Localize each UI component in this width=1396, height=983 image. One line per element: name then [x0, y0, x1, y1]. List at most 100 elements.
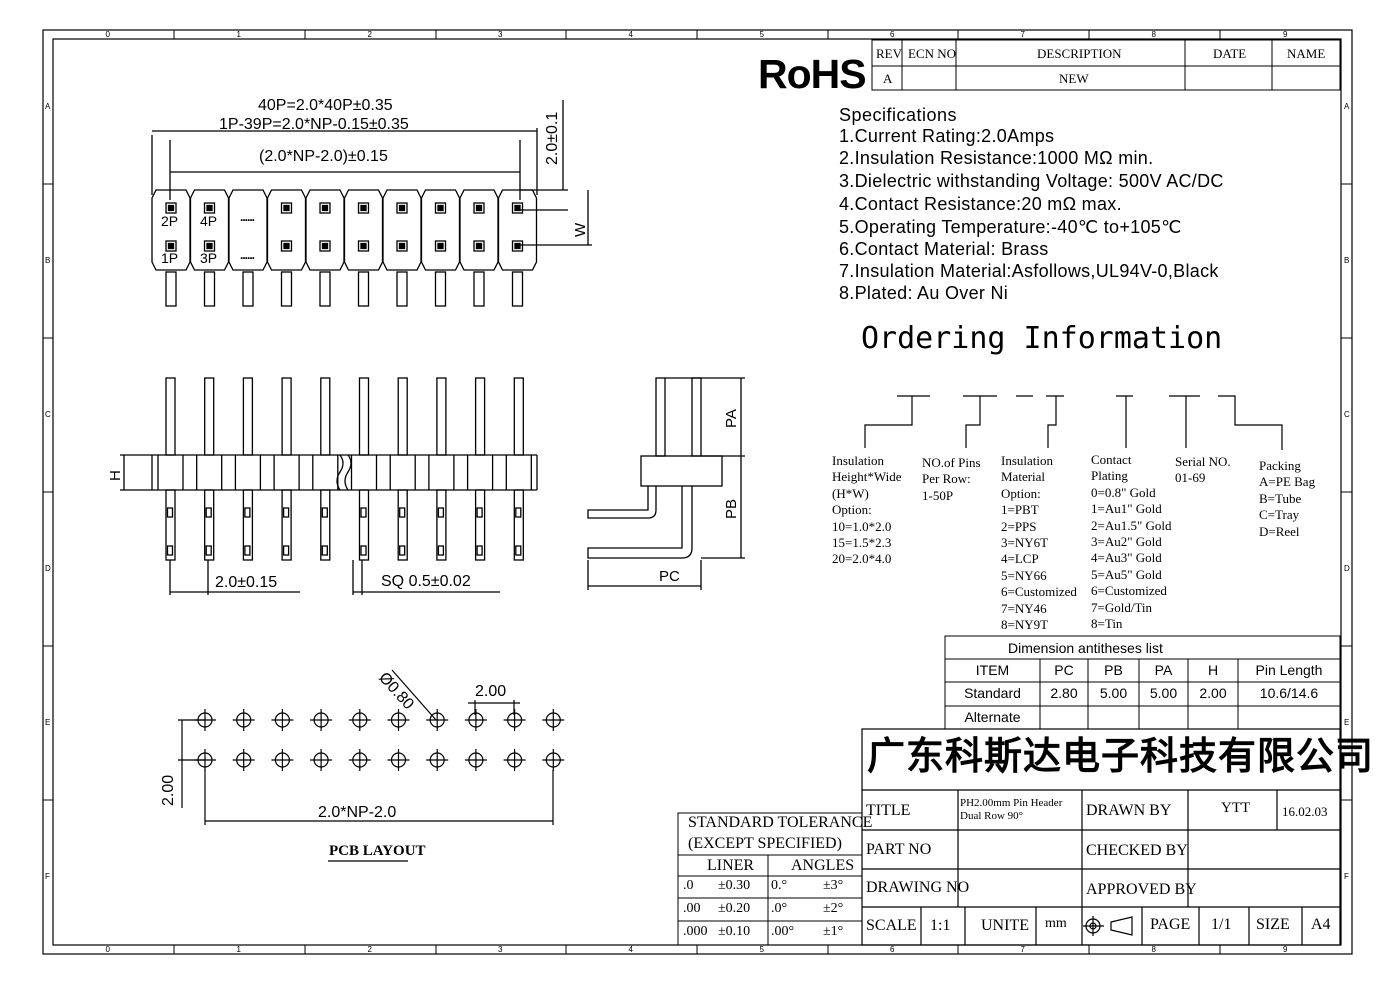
- front-pin-square: [515, 507, 522, 518]
- dim-list-cell: ITEM: [975, 662, 1010, 678]
- grid-row-label: C: [1344, 410, 1350, 419]
- front-pin-square: [476, 545, 483, 556]
- top-pin-square-inner: [398, 204, 406, 212]
- grid-col-label: 4: [628, 30, 633, 39]
- top-pin-square: [357, 202, 370, 214]
- ordering-col4-line: 0=0.8" Gold: [1091, 484, 1156, 500]
- rev-row-description: NEW: [1059, 71, 1089, 86]
- tolerance-title-2: (EXCEPT SPECIFIED): [688, 835, 842, 852]
- front-pin-square: [321, 507, 328, 518]
- ordering-col3-line: 1=PBT: [1001, 502, 1039, 518]
- front-pin-square: [476, 507, 483, 518]
- tolerance-cell: 0.°: [771, 878, 788, 893]
- dim-list-title: Dimension antitheses list: [1008, 640, 1163, 656]
- spec-item: 5.Operating Temperature:-40℃ to+105℃: [839, 217, 1182, 237]
- grid-col-label: 5: [759, 945, 764, 954]
- top-pin-square: [280, 240, 293, 252]
- grid-ticks: [43, 30, 1352, 954]
- front-pin-upper: [358, 377, 370, 456]
- ordering-col2-line: NO.of Pins: [922, 455, 981, 470]
- top-pin-tail: [511, 271, 524, 307]
- grid-col-label: 8: [1151, 30, 1156, 39]
- top-pin-tail: [165, 271, 177, 307]
- rev-header-name: NAME: [1287, 46, 1326, 61]
- top-housing: [382, 189, 422, 271]
- top-pin-square: [434, 202, 447, 214]
- top-pin-tail: [473, 271, 485, 307]
- grid-col-label: 4: [628, 945, 633, 954]
- tolerance-cell: ±3°: [823, 878, 844, 893]
- dim-pitch: 2.0±0.15: [215, 574, 278, 591]
- title-label: TITLE: [866, 802, 911, 819]
- top-pin-square: [203, 202, 216, 214]
- grid-col-label: 0: [105, 30, 110, 39]
- ordering-col3-line: 5=NY66: [1001, 567, 1047, 583]
- checked-by-label: CHECKED BY: [1086, 842, 1188, 859]
- grid-col-label: 7: [1020, 30, 1025, 39]
- tolerance-cell: ±1°: [823, 924, 844, 939]
- front-pin-square: [205, 545, 212, 556]
- top-pin-square: [165, 240, 177, 252]
- front-pin-upper: [204, 377, 215, 456]
- front-pin-square: [399, 545, 406, 556]
- top-housing: [343, 189, 384, 271]
- tolerance-cell: ±2°: [823, 901, 844, 916]
- top-pin-tail: [357, 271, 370, 307]
- drawn-by-value: YTT: [1221, 800, 1251, 816]
- front-pin-square: [244, 545, 251, 556]
- top-pin-square-inner: [514, 204, 521, 212]
- rev-row-rev: A: [883, 71, 893, 86]
- grid-row-label: E: [45, 718, 51, 727]
- tolerance-table: [677, 812, 863, 946]
- top-pin-square-inner: [167, 204, 175, 212]
- ordering-col3-line: Insulation: [1001, 453, 1053, 468]
- spec-item: 8.Plated: Au Over Ni: [839, 283, 1009, 303]
- top-pin-square: [165, 202, 177, 214]
- dim-np: (2.0*NP-2.0)±0.15: [259, 148, 388, 165]
- front-pin-square: [437, 545, 445, 556]
- size-value: A4: [1311, 916, 1331, 933]
- page-label: PAGE: [1150, 916, 1191, 933]
- top-housing: [228, 189, 268, 271]
- unite-value: mm: [1045, 916, 1067, 931]
- grid-row-label: D: [45, 564, 51, 573]
- front-view: [120, 377, 538, 595]
- dim-40p: 40P=2.0*40P±0.35: [258, 97, 393, 114]
- tolerance-cell: .0°: [771, 901, 788, 916]
- top-pin-square-inner: [321, 242, 329, 250]
- spec-item: 2.Insulation Resistance:1000 MΩ min.: [839, 148, 1154, 168]
- ordering-col3-line: Material: [1001, 469, 1046, 485]
- front-pin-square: [244, 507, 251, 518]
- specs-heading: Specifications: [839, 105, 958, 125]
- top-pin-square-inner: [475, 204, 483, 212]
- grid-row-label: E: [1344, 718, 1350, 727]
- page-value: 1/1: [1211, 916, 1232, 933]
- top-pin-square-inner: [206, 242, 213, 250]
- grid-row-label: F: [1344, 872, 1349, 881]
- grid-col-label: 6: [890, 945, 895, 954]
- grid-row-label: B: [1344, 256, 1350, 265]
- dim-list-cell: PC: [1054, 662, 1074, 678]
- top-pin-tail: [434, 271, 447, 307]
- ordering-col1-line: Option:: [832, 502, 872, 518]
- ordering-col5-line: 01-69: [1175, 470, 1206, 486]
- tolerance-cell: ±0.20: [718, 901, 751, 916]
- dim-w: W: [572, 222, 589, 237]
- dim-list-cell: PB: [1104, 662, 1123, 678]
- spec-item: 7.Insulation Material:Asfollows,UL94V-0,…: [839, 261, 1219, 281]
- grid-row-label: D: [1344, 564, 1350, 573]
- ordering-col6-line: A=PE Bag: [1259, 474, 1316, 490]
- drawn-by-label: DRAWN BY: [1086, 802, 1172, 819]
- grid-col-label: 9: [1283, 30, 1288, 39]
- front-pin-upper: [242, 377, 254, 456]
- ordering-col4-line: 4=Au3" Gold: [1091, 550, 1162, 566]
- top-pin-square-inner: [167, 242, 175, 250]
- front-pin-square: [282, 507, 290, 518]
- top-pin-square: [396, 202, 408, 214]
- top-housing: [151, 189, 191, 271]
- side-view: [587, 377, 745, 590]
- front-pin-square: [360, 507, 367, 518]
- revision-table: [871, 39, 1341, 91]
- top-housing: [497, 189, 538, 271]
